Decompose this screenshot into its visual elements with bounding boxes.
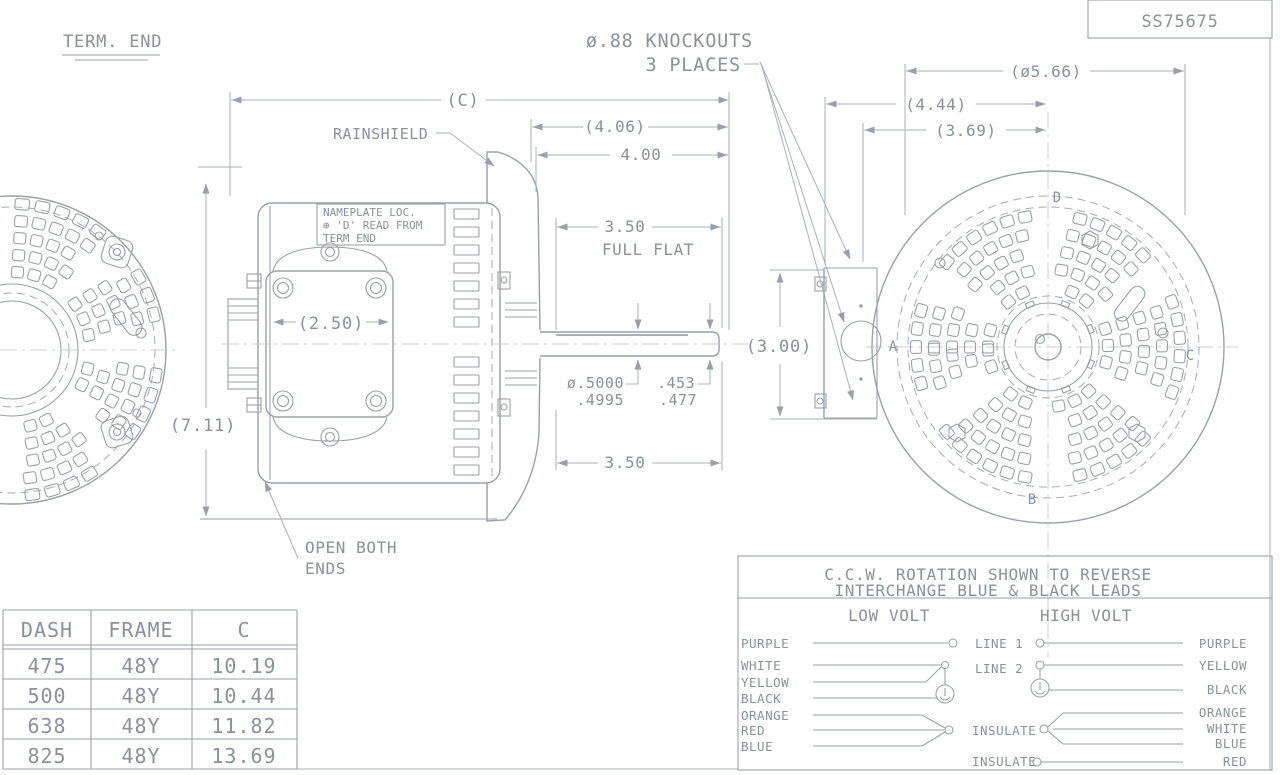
wiring-diagram: C.C.W. ROTATION SHOWN TO REVERSE INTERCH… <box>737 555 1273 771</box>
open-ends-label-line2: ENDS <box>305 559 346 578</box>
dim-3-50-flat: 3.50 <box>605 217 646 236</box>
dim-shaft-dia-min: .4995 <box>576 391 624 409</box>
lead-label-left-black: BLACK <box>741 691 781 706</box>
dim-3-00: (3.00) <box>746 337 812 357</box>
nameplate-note-line2: ⊕ 'D' READ FROM <box>323 219 423 232</box>
lead-label-left-purple: PURPLE <box>741 636 789 651</box>
lead-label-right-purple: PURPLE <box>1199 636 1247 651</box>
table-header-c: C <box>237 618 250 642</box>
side-view-dimensions: (C) (4.06) 4.00 3.50 FULL FLAT ø.5000 .4… <box>170 91 730 578</box>
dim-2-50: (2.50) <box>298 314 364 334</box>
nameplate-note-line3: TERM END <box>323 232 376 245</box>
knockout-circle <box>840 320 882 362</box>
nameplate-note-line1: NAMEPLATE LOC. <box>323 206 416 219</box>
high-volt-heading: HIGH VOLT <box>1040 606 1132 625</box>
wiring-title-line1: C.C.W. ROTATION SHOWN TO REVERSE <box>824 565 1151 584</box>
dim-5-66: (ø5.66) <box>1010 62 1082 81</box>
lead-label-left-red: RED <box>741 723 765 738</box>
cell-frame-500: 48Y <box>121 684 160 708</box>
low-volt-wires <box>813 638 958 747</box>
rainshield-outline <box>486 151 541 331</box>
frame-table: DASH FRAME C 475 48Y 10.19 500 48Y 10.44… <box>2 609 298 770</box>
lead-label-left-blue: BLUE <box>741 739 773 754</box>
cell-frame-475: 48Y <box>121 654 160 678</box>
right-view-dimensions: (ø5.66) (4.44) (3.69) (3.00) <box>746 62 1186 420</box>
conduit-box <box>814 267 882 419</box>
vent-pattern-left <box>10 197 163 502</box>
lead-label-right-orange: ORANGE <box>1199 705 1247 720</box>
side-vent-slots <box>453 208 480 476</box>
view-title-label: TERM. END <box>63 32 162 52</box>
point-label-c: C <box>1186 348 1194 364</box>
cell-c-825: 13.69 <box>211 744 276 768</box>
point-label-b: B <box>1028 492 1036 508</box>
cell-c-500: 10.44 <box>211 684 276 708</box>
line1-label: LINE 1 <box>975 636 1023 651</box>
table-row: 500 48Y 10.44 <box>27 684 276 708</box>
right-end-view: D A C B <box>814 112 1238 658</box>
table-row: 475 48Y 10.19 <box>27 654 276 678</box>
dim-4-06: (4.06) <box>584 117 645 136</box>
lead-label-right-yellow: YELLOW <box>1199 658 1247 673</box>
dim-shaft-dia-max: ø.5000 <box>567 374 624 392</box>
lead-label-left-orange: ORANGE <box>741 708 789 723</box>
low-volt-heading: LOW VOLT <box>848 606 930 625</box>
side-view: NAMEPLATE LOC. ⊕ 'D' READ FROM TERM END <box>200 151 748 522</box>
full-flat-label: FULL FLAT <box>602 240 694 259</box>
cell-frame-825: 48Y <box>121 744 160 768</box>
vent-pattern-right <box>909 210 1186 484</box>
open-ends-label-line1: OPEN BOTH <box>305 538 397 557</box>
cell-dash-500: 500 <box>27 684 66 708</box>
dim-overall-length: (C) <box>446 91 479 111</box>
lead-label-right-black: BLACK <box>1207 682 1247 697</box>
lead-label-right-blue: BLUE <box>1215 736 1247 751</box>
table-header-frame: FRAME <box>108 618 173 642</box>
dim-3-50-shaft: 3.50 <box>605 453 646 472</box>
knockouts-label-line1: ø.88 KNOCKOUTS <box>586 31 753 52</box>
lead-label-right-red: RED <box>1223 754 1247 769</box>
dim-flat-max: .477 <box>659 391 697 409</box>
high-volt-wires <box>1030 638 1183 767</box>
dim-3-69: (3.69) <box>935 121 996 140</box>
insulate-label-mid: INSULATE <box>972 723 1036 738</box>
rainshield-label: RAINSHIELD <box>333 125 428 143</box>
table-header-dash: DASH <box>21 618 73 642</box>
sheet-border <box>297 0 1273 770</box>
cell-dash-475: 475 <box>27 654 66 678</box>
left-end-view <box>0 195 176 505</box>
point-label-d: D <box>1053 190 1061 206</box>
cell-c-475: 10.19 <box>211 654 276 678</box>
table-row: 638 48Y 11.82 <box>27 714 276 738</box>
term-end-title: TERM. END <box>62 32 162 61</box>
wiring-title-line2: INTERCHANGE BLUE & BLACK LEADS <box>835 581 1142 600</box>
cell-dash-638: 638 <box>27 714 66 738</box>
lead-label-right-white: WHITE <box>1207 721 1247 736</box>
lead-label-left-yellow: YELLOW <box>741 675 789 690</box>
cell-dash-825: 825 <box>27 744 66 768</box>
line2-label: LINE 2 <box>975 661 1023 676</box>
cell-frame-638: 48Y <box>121 714 160 738</box>
drawing-number: SS75675 <box>1141 12 1218 32</box>
point-label-a: A <box>889 339 898 355</box>
right-view-bolts <box>934 230 1169 443</box>
table-row: 825 48Y 13.69 <box>27 744 276 768</box>
insulate-label-bottom: INSULATE <box>972 754 1036 769</box>
cell-c-638: 11.82 <box>211 714 276 738</box>
dim-flat-min: .453 <box>657 374 695 392</box>
knockouts-label-line2: 3 PLACES <box>645 55 741 76</box>
dim-7-11: (7.11) <box>170 416 236 436</box>
left-view-bolts <box>94 231 147 449</box>
dim-4-44: (4.44) <box>905 95 966 114</box>
knockout-note: ø.88 KNOCKOUTS 3 PLACES <box>586 31 854 401</box>
dim-4-00: 4.00 <box>621 145 662 164</box>
lead-label-left-white: WHITE <box>741 658 781 673</box>
